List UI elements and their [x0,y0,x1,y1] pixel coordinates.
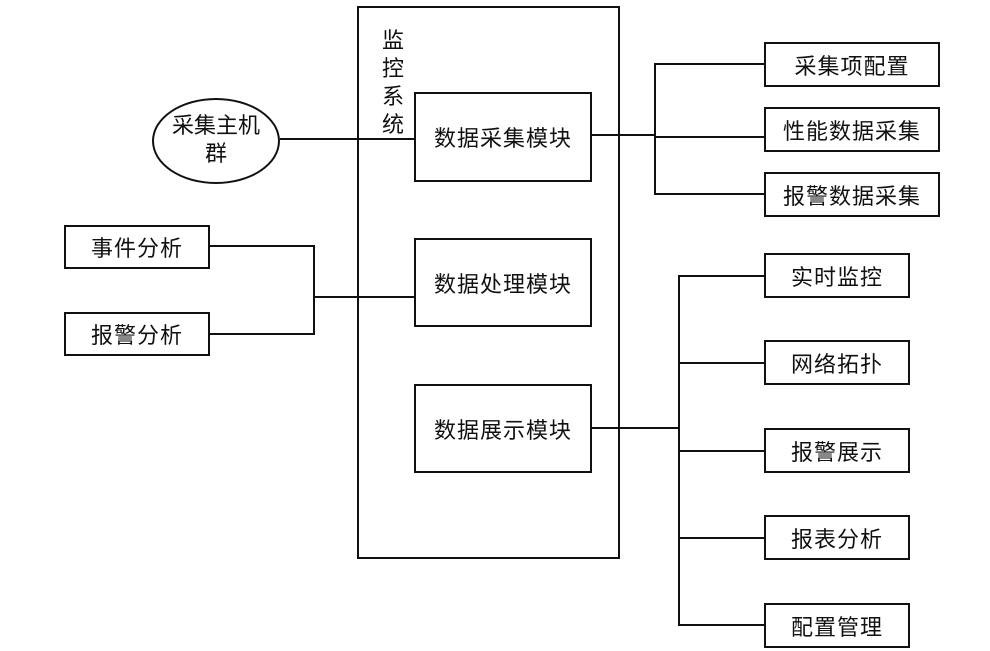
host-cluster-node: 采集主机 群 [152,98,280,184]
connector-collect-branch-1 [654,63,766,65]
performance-data-collect-node: 性能数据采集 [764,107,940,152]
system-label-char: 统 [381,113,404,138]
collect-item-config-node: 采集项配置 [764,42,940,87]
connector-display-branch-2 [678,362,766,364]
alarm-data-collect-node: 报警数据采集 [764,172,940,217]
data-collect-module: 数据采集模块 [414,92,592,182]
connector-collect-out [592,134,656,136]
display-child-label: 报表分析 [790,527,883,553]
event-analysis-node: 事件分析 [64,225,210,269]
network-topology-node: 网络拓扑 [764,340,910,385]
connector-collect-branch-2 [654,136,766,138]
collect-child-label: 性能数据采集 [782,119,921,145]
connector-analysis-trunk [313,245,315,335]
connector-display-branch-4 [678,537,766,539]
connector-display-branch-1 [678,275,766,277]
data-display-module-label: 数据展示模块 [433,418,572,444]
connector-display-branch-5 [678,624,766,626]
host-cluster-label-line2: 群 [204,142,227,167]
alarm-analysis-node: 报警分析 [64,312,210,356]
display-child-label: 报警展示 [790,440,883,466]
data-process-module: 数据处理模块 [414,238,592,327]
connector-display-branch-3 [678,450,766,452]
connector-alarm-analysis [210,333,315,335]
monitoring-system-label: 监控系统 [380,28,406,140]
data-collect-module-label: 数据采集模块 [433,127,572,152]
realtime-monitor-node: 实时监控 [764,253,910,298]
connector-analysis-to-process [313,296,415,298]
process-input-label: 报警分析 [90,324,183,349]
collect-child-label: 报警数据采集 [782,184,921,210]
connector-display-out [592,427,680,429]
monitoring-system-frame [357,6,620,559]
display-child-label: 网络拓扑 [790,352,883,378]
alarm-display-node: 报警展示 [764,428,910,473]
config-management-node: 配置管理 [764,603,910,648]
display-child-label: 配置管理 [790,615,883,641]
connector-event-analysis [210,245,315,247]
connector-host-to-collect [280,138,416,140]
system-label-char: 监控系统 [380,28,406,140]
data-process-module-label: 数据处理模块 [433,272,572,298]
system-label-char: 系 [381,85,404,110]
connector-collect-branch-3 [654,193,766,195]
data-display-module: 数据展示模块 [414,384,592,473]
connector-collect-trunk [654,63,656,195]
system-label-char: 控 [381,57,404,82]
system-label-char: 监 [381,29,404,54]
display-child-label: 实时监控 [790,265,883,291]
report-analysis-node: 报表分析 [764,515,910,560]
host-cluster-label-line1: 采集主机 [171,114,260,139]
process-input-label: 事件分析 [90,237,183,262]
collect-child-label: 采集项配置 [794,54,910,80]
